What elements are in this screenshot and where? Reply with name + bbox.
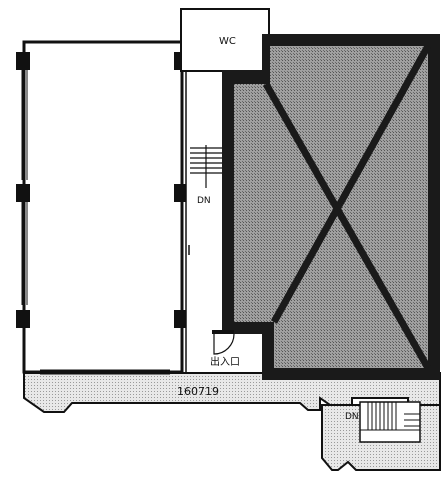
central-corridor [186, 72, 228, 372]
wc-room [180, 8, 270, 72]
plan-code-label: 160719 [177, 385, 219, 398]
main-hall [22, 40, 184, 374]
wc-label: WC [219, 36, 236, 47]
entrance-label: 出入口 [210, 357, 240, 368]
bottom-window-strips [40, 369, 170, 375]
left-window-strips [21, 70, 28, 305]
entrance-door-swing [213, 333, 235, 355]
left-columns [16, 52, 30, 328]
annex-stair-treads [360, 402, 420, 431]
stair-down-label-annex: DN [345, 412, 359, 422]
hatched-block-cross [262, 44, 432, 370]
main-stair-treads [190, 145, 222, 188]
stair-down-label-main: DN [197, 196, 211, 206]
annex-stair-well [359, 401, 421, 443]
